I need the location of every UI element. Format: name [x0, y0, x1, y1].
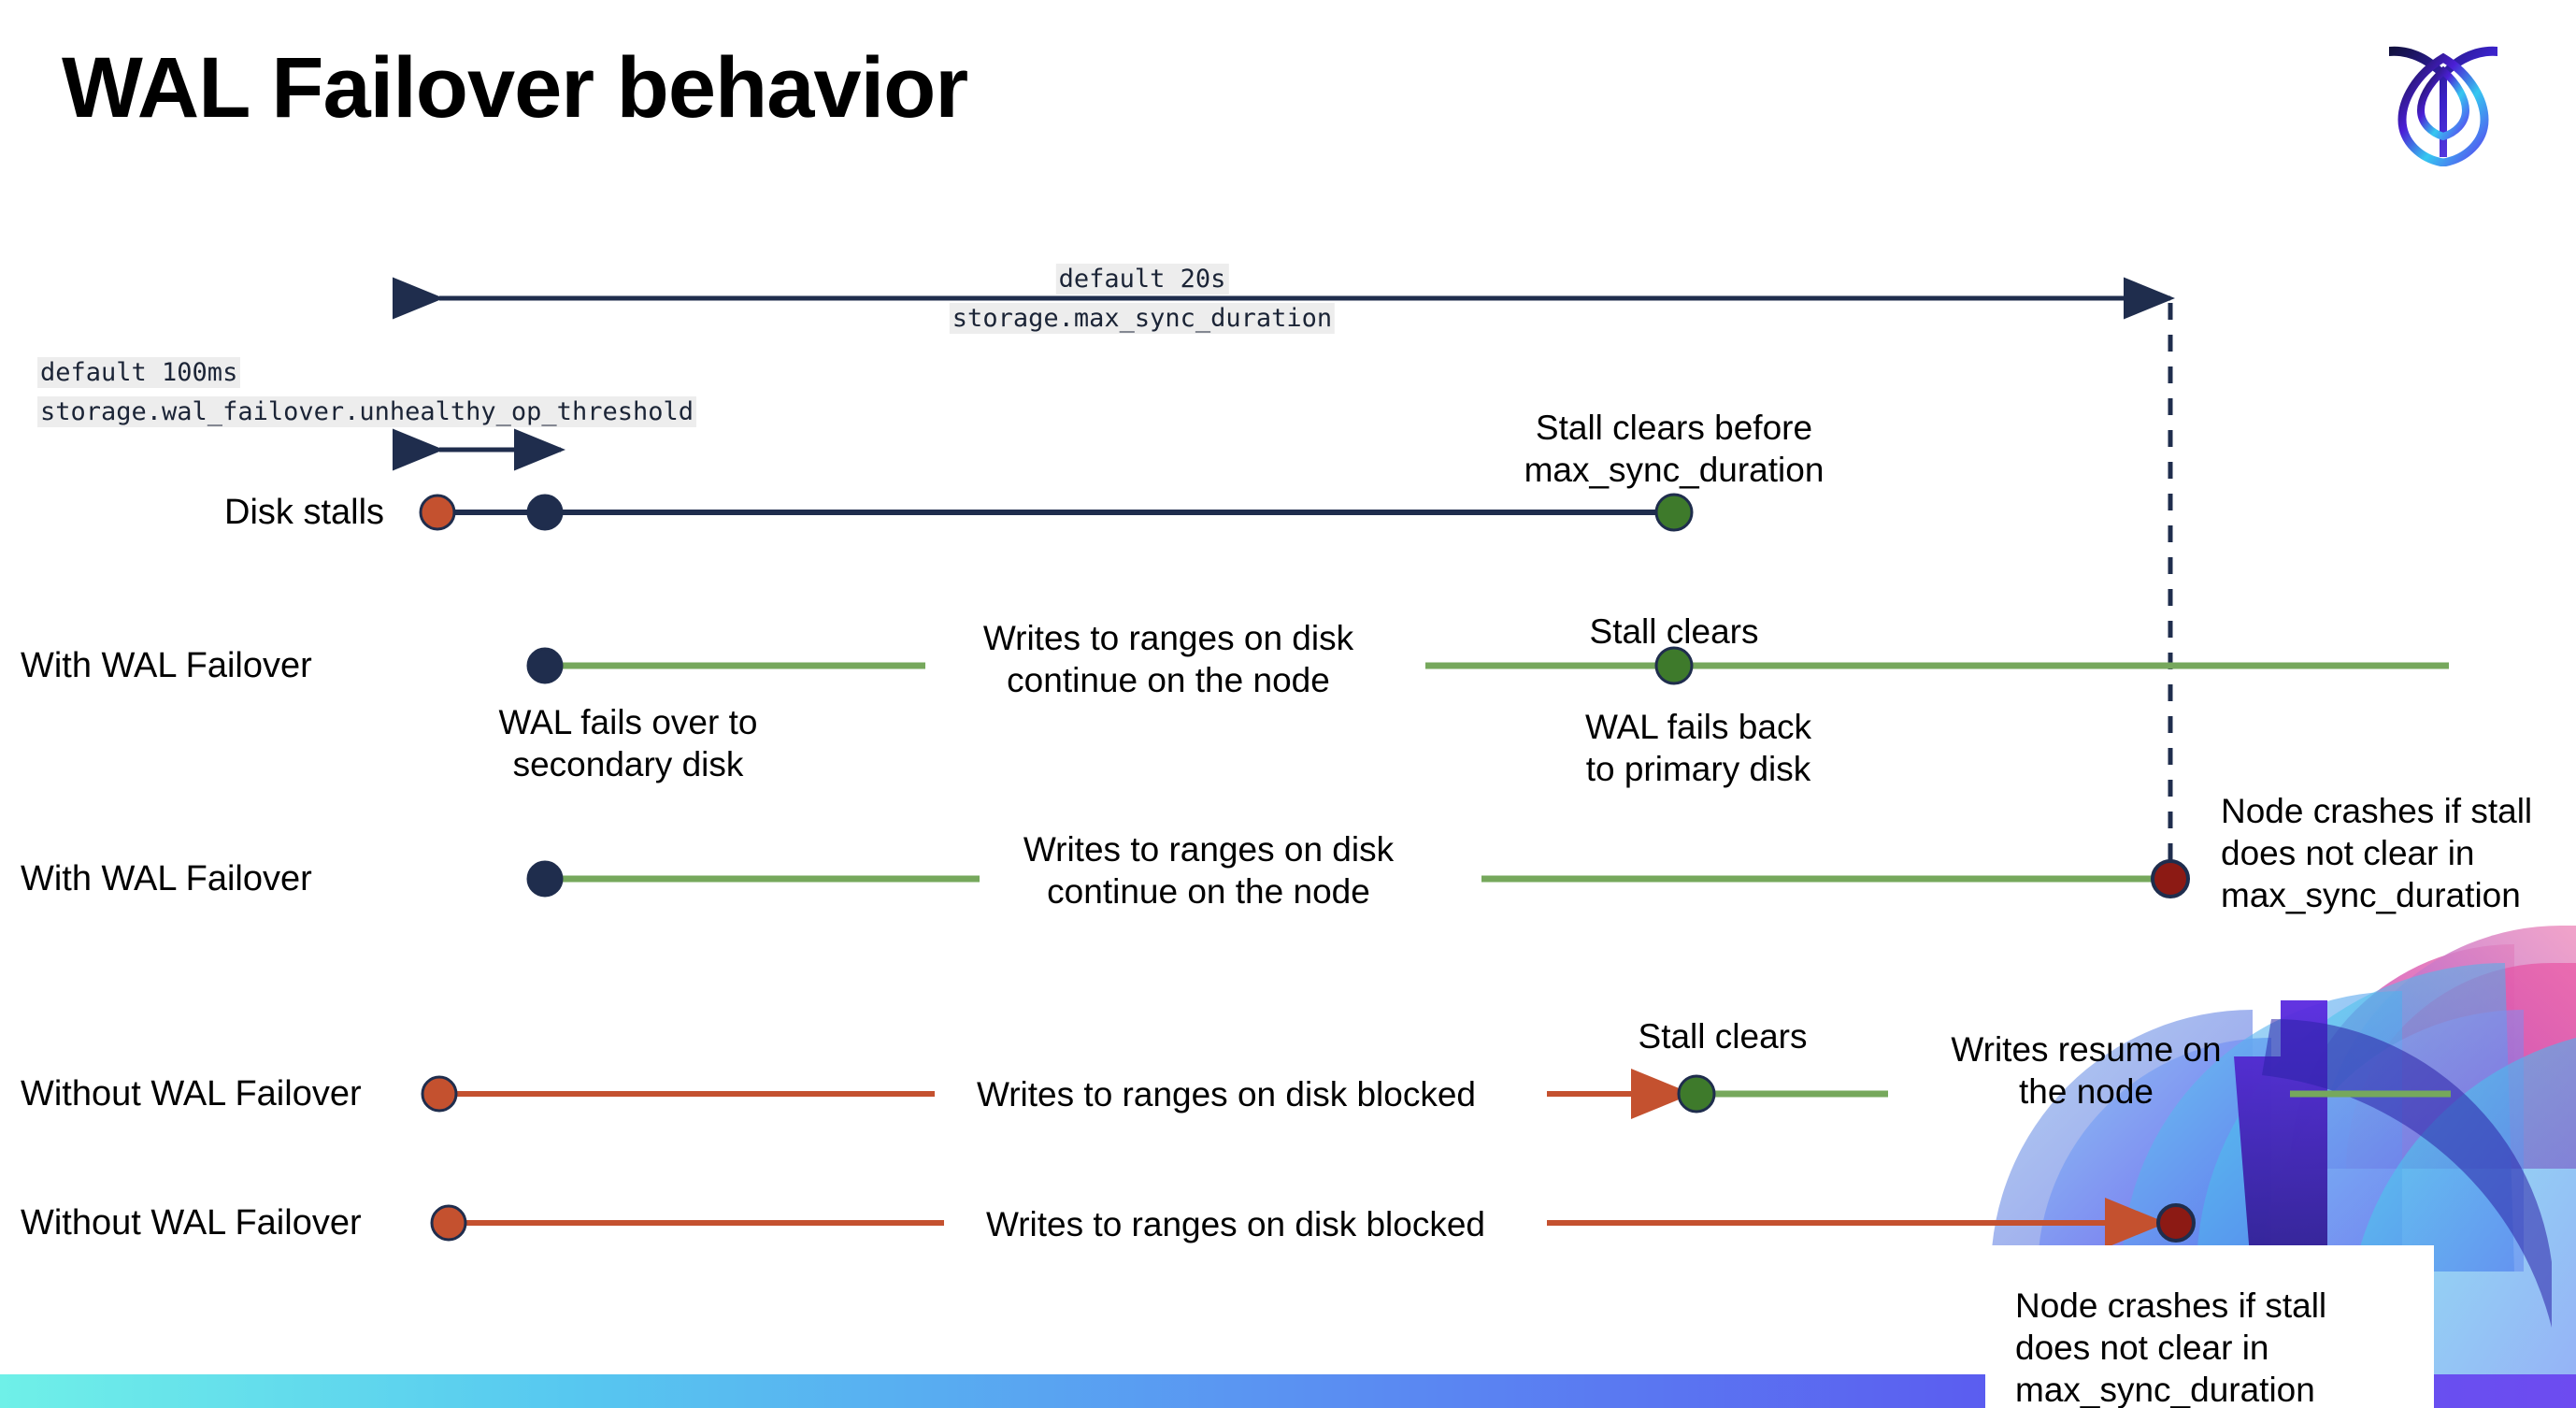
unhealthy-default-text: default 100ms [37, 357, 241, 388]
row-label-without-wal-failover-2: Without WAL Failover [21, 1203, 362, 1243]
row-label-with-wal-failover-2: With WAL Failover [21, 859, 312, 898]
cockroachdb-logo-icon [2389, 46, 2497, 166]
annotation-node-crashes-row3: Node crashes if stall does not clear in … [2221, 792, 2533, 915]
annotation-wal-fails-back: WAL fails back to primary disk [1585, 708, 1811, 789]
row-disk-stalls-track [419, 493, 1694, 532]
marker-failover-trigger [526, 494, 564, 531]
max-sync-duration-config-label: default 20s storage.max_sync_duration [949, 260, 1336, 338]
annotation-writes-resume: Writes resume on the node [1951, 1030, 2222, 1112]
annotation-stall-clears-row2: Stall clears [1589, 612, 1759, 651]
row-with-wal-failover-1-track [526, 646, 2449, 685]
row-without-wal-failover-2-track [430, 1198, 2196, 1248]
unhealthy-threshold-config-label: default 100ms storage.wal_failover.unhea… [37, 353, 696, 432]
annotation-wal-fails-over: WAL fails over to secondary disk [498, 703, 758, 784]
annotation-stall-clears-row4: Stall clears [1638, 1017, 1808, 1056]
row-label-without-wal-failover-1: Without WAL Failover [21, 1074, 362, 1113]
annotation-writes-blocked-row4: Writes to ranges on disk blocked [976, 1075, 1477, 1113]
marker-node-crash [2156, 1203, 2196, 1243]
marker-failover-to-secondary [526, 860, 564, 898]
row-label-disk-stalls: Disk stalls [224, 493, 385, 532]
decorative-fan-graphic [1991, 926, 2576, 1408]
annotation-stall-clears-before-max-sync: Stall clears before max_sync_duration [1524, 409, 1825, 490]
annotation-node-crashes-row5: Node crashes if stall does not clear in … [2015, 1286, 2327, 1408]
max-sync-setting-text: storage.max_sync_duration [949, 302, 1336, 334]
marker-stall-start [421, 1075, 458, 1113]
callout-node-crashes-row5: Node crashes if stall does not clear in … [1985, 1245, 2434, 1408]
row-label-with-wal-failover-1: With WAL Failover [21, 646, 312, 685]
marker-stall-clears [1654, 646, 1694, 685]
marker-failover-to-secondary [526, 647, 564, 684]
unhealthy-setting-text: storage.wal_failover.unhealthy_op_thresh… [37, 395, 696, 427]
annotation-writes-blocked-row5: Writes to ranges on disk blocked [985, 1205, 1486, 1243]
marker-stall-start [419, 494, 456, 531]
marker-stall-clears [1677, 1074, 1716, 1113]
marker-stall-start [430, 1204, 467, 1242]
annotation-writes-continue-row2: Writes to ranges on disk continue on the… [982, 619, 1354, 700]
max-sync-default-text: default 20s [1055, 264, 1229, 295]
marker-stall-clears [1654, 493, 1694, 532]
page-title: WAL Failover behavior [62, 40, 968, 136]
row-with-wal-failover-2-track [526, 859, 2190, 898]
marker-node-crash [2151, 859, 2190, 898]
annotation-writes-continue-row3: Writes to ranges on disk continue on the… [1023, 830, 1395, 912]
row-without-wal-failover-1-track [421, 1069, 2451, 1119]
